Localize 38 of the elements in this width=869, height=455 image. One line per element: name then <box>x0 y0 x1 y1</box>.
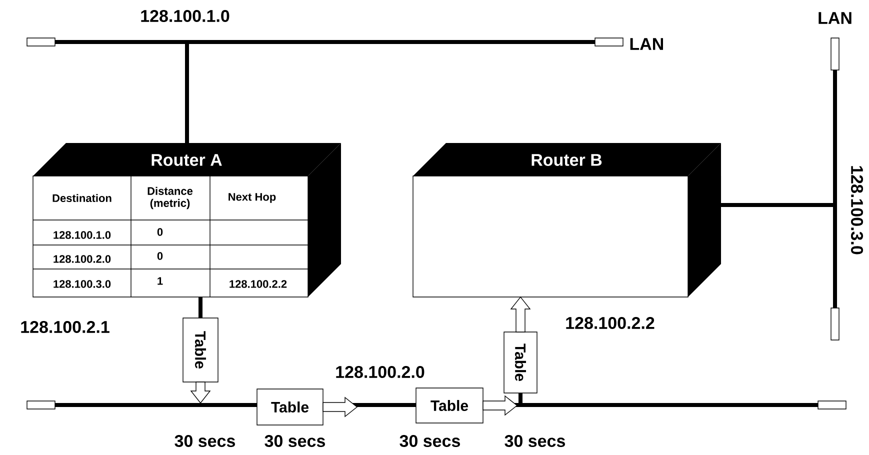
table-box: Table <box>504 332 538 394</box>
interval-label: 30 secs <box>504 434 565 448</box>
network-link <box>518 393 522 403</box>
table-box: Table <box>182 318 218 382</box>
table-cell: 128.100.3.0 <box>54 280 111 288</box>
table-cell: 128.100.1.0 <box>54 231 111 239</box>
block-arrow <box>482 395 518 416</box>
network-label: 128.100.2.0 <box>336 366 424 378</box>
network-link <box>721 203 833 207</box>
table-header: Destination <box>52 194 112 202</box>
network-link <box>198 297 202 318</box>
node-label: Router A <box>152 154 222 166</box>
node-label: Router B <box>532 154 602 166</box>
router-box: Router B <box>412 143 721 298</box>
table-cell: 128.100.2.2 <box>230 280 287 288</box>
interface-address: 128.100.2.1 <box>21 320 110 334</box>
table-box: Table <box>416 388 484 424</box>
table-cell: 0 <box>157 228 163 236</box>
network-line <box>830 38 840 340</box>
table-cell: 1 <box>158 277 163 285</box>
network-label: LAN <box>630 38 663 50</box>
interval-label: 30 secs <box>174 434 235 448</box>
interval-label: 30 secs <box>264 434 325 448</box>
network-label: LAN <box>818 12 852 24</box>
table-cell: 128.100.2.0 <box>54 255 111 263</box>
network-label: 128.100.1.0 <box>141 10 230 22</box>
table-cell: 0 <box>157 252 163 260</box>
interface-address: 128.100.2.2 <box>566 316 654 330</box>
table-header: Next Hop <box>228 193 276 203</box>
block-arrow <box>190 382 211 404</box>
interval-label: 30 secs <box>400 434 460 448</box>
table-box: Table <box>256 388 324 426</box>
table-header: Distance (metric) <box>148 186 193 210</box>
block-arrow <box>322 396 358 418</box>
network-label: 128.100.3.0 <box>850 166 864 254</box>
network-link <box>185 44 189 143</box>
network-line <box>26 38 624 46</box>
block-arrow <box>510 296 531 332</box>
